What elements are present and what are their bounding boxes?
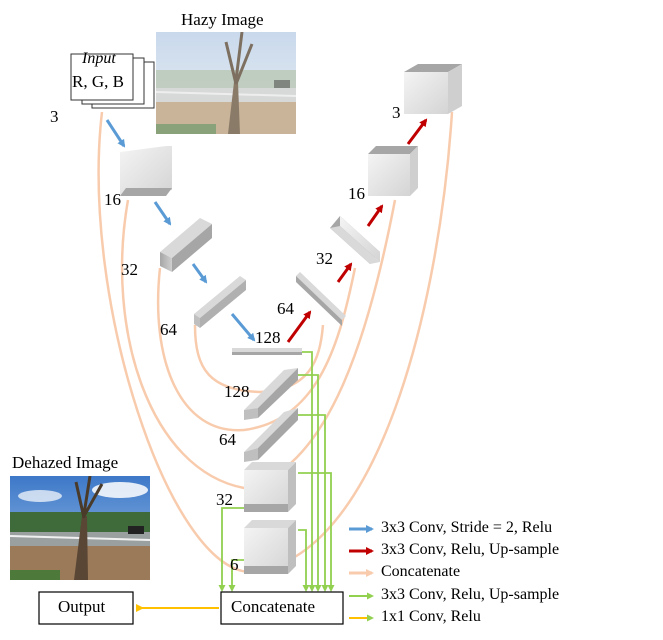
input-title: Input — [82, 50, 116, 67]
decoder-block-64 — [296, 272, 346, 326]
bottleneck-128 — [232, 348, 302, 355]
conv-count-64: 64 — [219, 430, 236, 449]
hazy-image — [156, 32, 296, 134]
conv-block-6 — [244, 520, 296, 574]
conv-count-6: 6 — [230, 555, 239, 574]
conv-block-32 — [244, 462, 296, 512]
output-box — [38, 591, 134, 625]
dec-count-32: 32 — [316, 249, 333, 268]
enc-count-128: 128 — [255, 328, 281, 347]
hazy-caption: Hazy Image — [181, 10, 264, 29]
dec-count-3: 3 — [392, 103, 401, 122]
decoder-block-3 — [404, 64, 462, 114]
concatenate-box — [220, 591, 344, 625]
input-count: 3 — [50, 107, 59, 126]
legend-label-upsample-green: 3x3 Conv, Relu, Up-sample — [381, 586, 560, 603]
decoder-block-16 — [368, 146, 418, 196]
decoder-arrows — [286, 118, 428, 343]
legend-label-stride-conv: 3x3 Conv, Stride = 2, Relu — [381, 519, 553, 536]
skip-curve-32 — [156, 267, 357, 432]
legend-arrows — [349, 525, 374, 622]
concatenate-label: Concatenate — [231, 597, 316, 616]
legend-label-1x1-conv: 1x1 Conv, Relu — [381, 608, 481, 625]
output-label: Output — [58, 597, 106, 616]
conv-count-32: 32 — [216, 490, 233, 509]
legend-label-concatenate: Concatenate — [381, 563, 461, 580]
dec-count-16: 16 — [348, 184, 365, 203]
encoder-block-16 — [120, 146, 172, 196]
encoder-block-32 — [160, 218, 212, 272]
decoder-block-32 — [330, 216, 380, 264]
conv-block-64 — [244, 408, 298, 462]
conv-block-128 — [244, 368, 298, 420]
enc-count-64: 64 — [160, 320, 177, 339]
conv-count-128: 128 — [224, 382, 250, 401]
input-stack — [70, 53, 155, 109]
skip-curve-64 — [193, 324, 325, 394]
legend-label-upsample-red: 3x3 Conv, Relu, Up-sample — [381, 541, 560, 558]
encoder-arrows — [105, 119, 256, 342]
enc-count-32: 32 — [121, 260, 138, 279]
encoder-block-64 — [194, 276, 246, 328]
dehazed-caption: Dehazed Image — [12, 453, 119, 472]
input-channels: R, G, B — [72, 72, 124, 91]
dehazed-image — [10, 476, 150, 580]
enc-count-16: 16 — [104, 190, 121, 209]
dec-count-64: 64 — [277, 299, 294, 318]
